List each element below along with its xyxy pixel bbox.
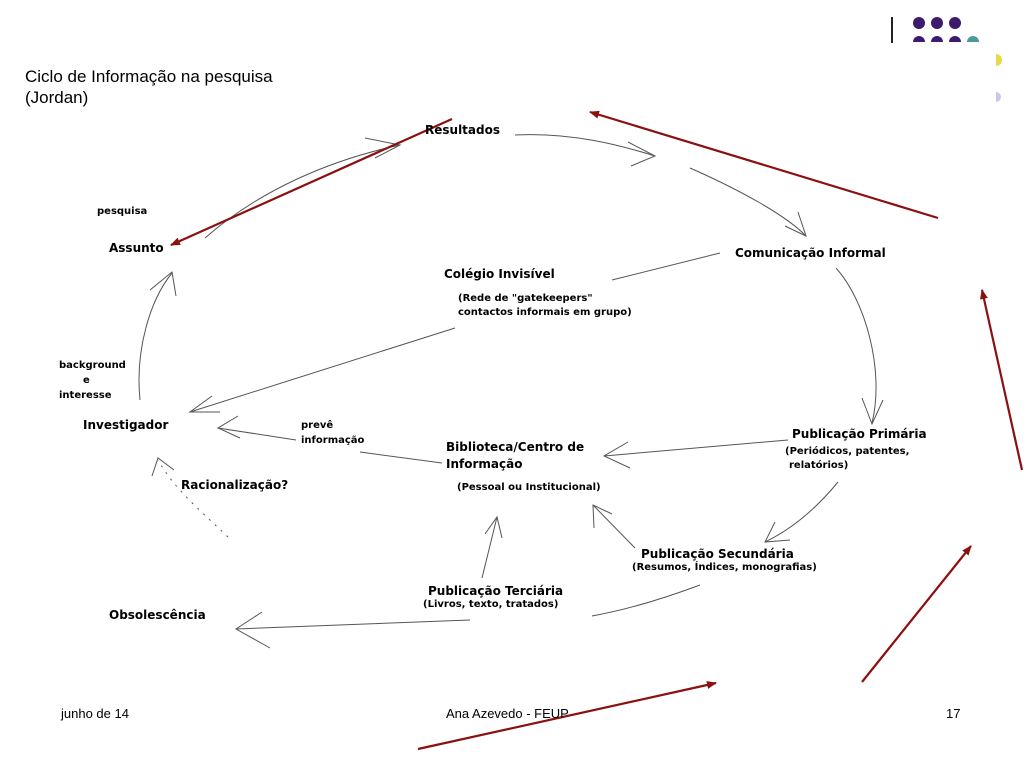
node-investigador: Investigador <box>83 418 169 432</box>
arrowhead <box>784 211 807 237</box>
logo-dot <box>913 17 925 29</box>
node-preve-line2: informação <box>301 435 365 446</box>
annotation-arrow <box>589 110 939 220</box>
node-biblioteca: Biblioteca/Centro de Informação <box>446 439 584 473</box>
arc-secundaria-terciaria <box>591 584 701 617</box>
node-background: background e interesse <box>59 358 126 403</box>
annotation-arrow <box>861 545 972 683</box>
arc-primaria-secundaria <box>764 481 839 543</box>
logo-dot <box>931 36 943 42</box>
line-terciaria-obsolescencia <box>235 619 471 630</box>
slide-title-line2: (Jordan) <box>25 88 89 107</box>
node-pub-primaria-sub1: (Periódicos, patentes, <box>785 446 910 457</box>
line-colegio-investigador-2 <box>189 327 456 413</box>
node-pub-terciaria: Publicação Terciária <box>428 584 564 598</box>
logo-divider <box>891 17 893 43</box>
arrowhead <box>602 441 631 469</box>
node-biblioteca-line1: Biblioteca/Centro de <box>446 440 585 454</box>
dashed-racionalizacao <box>157 459 229 538</box>
logo-dot <box>913 36 925 42</box>
arc-assunto-resultados <box>204 144 401 239</box>
arc-investigador-assunto <box>138 272 173 401</box>
arc-comunicacao-primaria <box>835 267 877 424</box>
arrowhead <box>151 457 175 477</box>
footer-author: Ana Azevedo - FEUP <box>446 706 569 721</box>
logo-dot <box>996 54 1002 66</box>
node-assunto: Assunto <box>109 241 164 255</box>
annotation-arrow <box>417 681 717 751</box>
node-background-line3: interesse <box>59 390 112 401</box>
node-preve: prevê informação <box>301 418 364 448</box>
node-pub-primaria-sub: (Periódicos, patentes, relatórios) <box>785 445 909 473</box>
arrowhead <box>861 397 884 426</box>
footer-page-number: 17 <box>946 706 961 721</box>
node-resultados: Resultados <box>425 123 500 137</box>
slide-title: Ciclo de Informação na pesquisa (Jordan) <box>25 66 273 108</box>
line-terciaria-biblioteca <box>481 516 498 579</box>
node-obsolescencia: Obsolescência <box>109 608 206 622</box>
slide-title-line1: Ciclo de Informação na pesquisa <box>25 67 273 86</box>
node-preve-line1: prevê <box>301 420 334 431</box>
node-biblioteca-sub: (Pessoal ou Institucional) <box>457 482 601 493</box>
arrowhead <box>764 521 791 543</box>
node-colegio-invisivel: Colégio Invisível <box>444 267 555 281</box>
annotation-arrow <box>170 117 453 247</box>
logo-dot <box>931 17 943 29</box>
node-pub-terciaria-sub: (Livros, texto, tratados) <box>423 599 559 610</box>
node-background-line2: e <box>83 375 90 386</box>
node-pesquisa: pesquisa <box>97 206 148 217</box>
arrowhead <box>592 504 613 529</box>
arrowhead <box>627 141 657 167</box>
annotation-arrow <box>980 289 1024 471</box>
arc-resultados-comunicacao-2 <box>689 167 806 236</box>
arc-resultados-comunicacao <box>514 134 656 157</box>
line-primaria-biblioteca <box>603 439 789 457</box>
node-pub-secundaria: Publicação Secundária <box>641 547 794 561</box>
arrowhead <box>149 271 177 297</box>
node-background-line1: background <box>59 360 126 371</box>
line-biblioteca-investigador <box>359 451 443 464</box>
arrowhead <box>235 611 271 649</box>
logo-dot <box>949 17 961 29</box>
node-comunicacao-informal: Comunicação Informal <box>735 246 886 260</box>
arrowhead <box>216 415 241 439</box>
node-colegio-sub1: (Rede de "gatekeepers" <box>458 293 593 304</box>
line-colegio-investigador <box>611 252 721 281</box>
node-biblioteca-line2: Informação <box>446 457 523 471</box>
arrowhead <box>364 137 402 159</box>
footer-date: junho de 14 <box>61 706 129 721</box>
arrowhead <box>484 515 503 539</box>
node-pub-primaria-sub2: relatórios) <box>789 460 849 471</box>
node-racionalizacao: Racionalização? <box>181 478 289 492</box>
logo-dot <box>967 36 979 42</box>
arrowhead <box>188 395 220 413</box>
node-colegio-sub2: contactos informais em grupo) <box>458 307 632 318</box>
logo-dot <box>949 36 961 42</box>
node-pub-primaria: Publicação Primária <box>792 427 927 441</box>
logo-dot <box>996 92 1001 102</box>
line-biblioteca-investigador-2 <box>217 427 297 441</box>
line-secundaria-biblioteca <box>592 504 636 549</box>
node-pub-secundaria-sub: (Resumos, Índices, monografias) <box>632 562 817 573</box>
